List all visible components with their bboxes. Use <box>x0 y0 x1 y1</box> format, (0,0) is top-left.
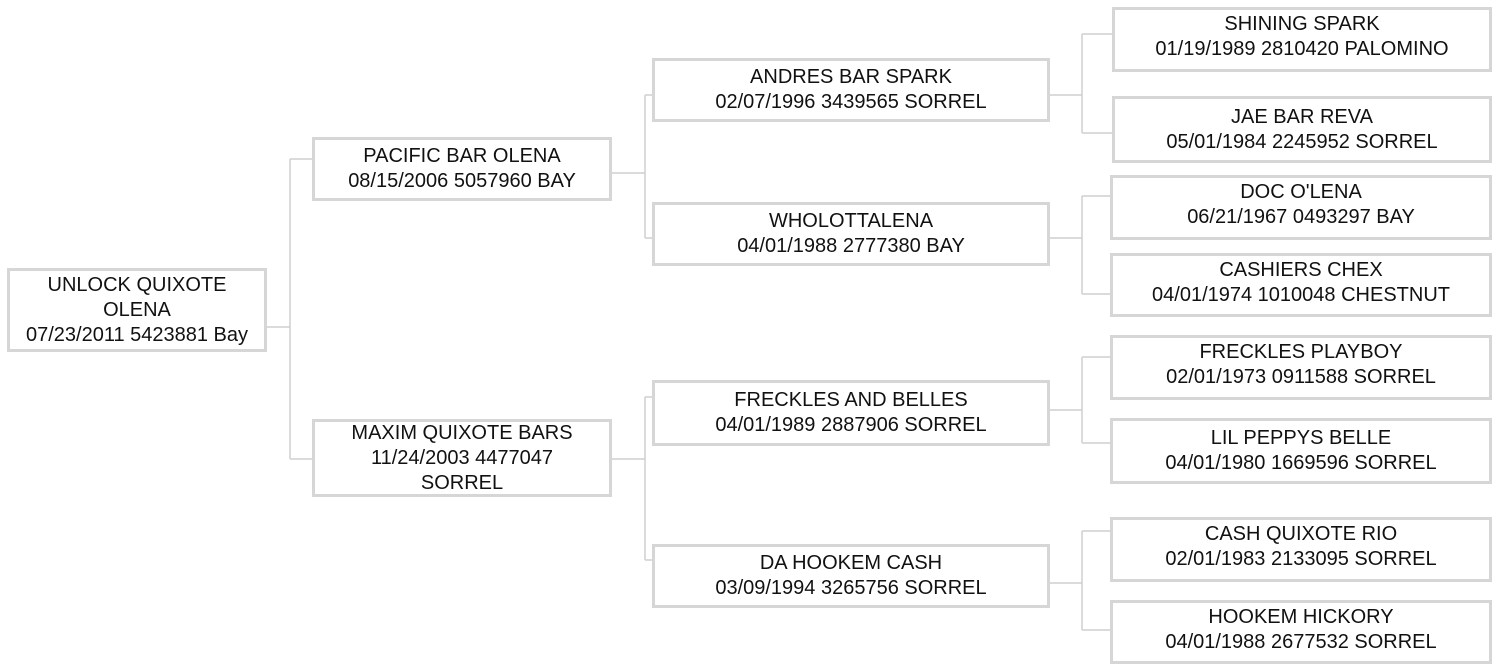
horse-info: 02/01/1973 0911588 SORREL <box>1166 366 1436 388</box>
horse-name: PACIFIC BAR OLENA <box>363 145 561 167</box>
horse-dam-dam: DA HOOKEM CASH 03/09/1994 3265756 SORREL <box>652 544 1050 608</box>
horse-sire-sire: ANDRES BAR SPARK 02/07/1996 3439565 SORR… <box>652 58 1050 122</box>
horse-name: ANDRES BAR SPARK <box>750 66 952 88</box>
horse-info: 11/24/2003 4477047 <box>370 446 554 469</box>
horse-name: HOOKEM HICKORY <box>1208 606 1394 628</box>
horse-name: LIL PEPPYS BELLE <box>1210 427 1392 449</box>
horse-ds-dam: LIL PEPPYS BELLE 04/01/1980 1669596 SORR… <box>1110 418 1492 484</box>
horse-info: 07/23/2011 5423881 Bay <box>25 323 249 346</box>
horse-info: 04/01/1989 2887906 SORREL <box>715 414 987 436</box>
horse-name: JAE BAR REVA <box>1231 105 1373 128</box>
horse-sire: PACIFIC BAR OLENA 08/15/2006 5057960 BAY <box>312 137 612 201</box>
horse-info: 08/15/2006 5057960 BAY <box>348 170 576 192</box>
horse-name: WHOLOTTALENA <box>768 210 934 232</box>
horse-dd-sire: CASH QUIXOTE RIO 02/01/1983 2133095 SORR… <box>1110 517 1492 582</box>
horse-sire-dam: WHOLOTTALENA 04/01/1988 2777380 BAY <box>652 202 1050 266</box>
horse-dam: MAXIM QUIXOTE BARS 11/24/2003 4477047 SO… <box>312 419 612 497</box>
horse-info: SORREL <box>420 471 504 494</box>
horse-info: 01/19/1989 2810420 PALOMINO <box>1155 38 1449 60</box>
horse-name: FRECKLES PLAYBOY <box>1199 341 1403 363</box>
horse-dd-dam: HOOKEM HICKORY 04/01/1988 2677532 SORREL <box>1110 600 1492 664</box>
horse-name: FRECKLES AND BELLES <box>734 389 968 411</box>
horse-subject: UNLOCK QUIXOTE OLENA 07/23/2011 5423881 … <box>7 268 267 352</box>
horse-dam-sire: FRECKLES AND BELLES 04/01/1989 2887906 S… <box>652 380 1050 446</box>
horse-name: OLENA <box>103 298 171 321</box>
horse-info: 06/21/1967 0493297 BAY <box>1187 206 1415 228</box>
horse-name: CASH QUIXOTE RIO <box>1204 523 1398 545</box>
horse-ss-dam: JAE BAR REVA 05/01/1984 2245952 SORREL <box>1112 96 1492 163</box>
horse-info: 04/01/1980 1669596 SORREL <box>1165 452 1437 474</box>
horse-info: 03/09/1994 3265756 SORREL <box>715 577 987 599</box>
horse-name: DA HOOKEM CASH <box>759 552 943 574</box>
horse-sd-dam: CASHIERS CHEX 04/01/1974 1010048 CHESTNU… <box>1110 253 1492 317</box>
horse-info: 02/07/1996 3439565 SORREL <box>715 91 987 113</box>
horse-name: DOC O'LENA <box>1240 181 1362 203</box>
horse-info: 02/01/1983 2133095 SORREL <box>1165 548 1437 570</box>
horse-sd-sire: DOC O'LENA 06/21/1967 0493297 BAY <box>1110 175 1492 240</box>
horse-name: UNLOCK QUIXOTE <box>47 273 227 296</box>
horse-info: 04/01/1988 2677532 SORREL <box>1165 631 1437 653</box>
horse-ds-sire: FRECKLES PLAYBOY 02/01/1973 0911588 SORR… <box>1110 335 1492 400</box>
horse-info: 05/01/1984 2245952 SORREL <box>1166 130 1438 153</box>
horse-name: CASHIERS CHEX <box>1219 259 1383 281</box>
horse-info: 04/01/1974 1010048 CHESTNUT <box>1152 284 1450 306</box>
horse-name: MAXIM QUIXOTE BARS <box>351 421 573 444</box>
horse-ss-sire: SHINING SPARK 01/19/1989 2810420 PALOMIN… <box>1112 7 1492 72</box>
horse-name: SHINING SPARK <box>1224 13 1380 35</box>
horse-info: 04/01/1988 2777380 BAY <box>737 235 965 257</box>
